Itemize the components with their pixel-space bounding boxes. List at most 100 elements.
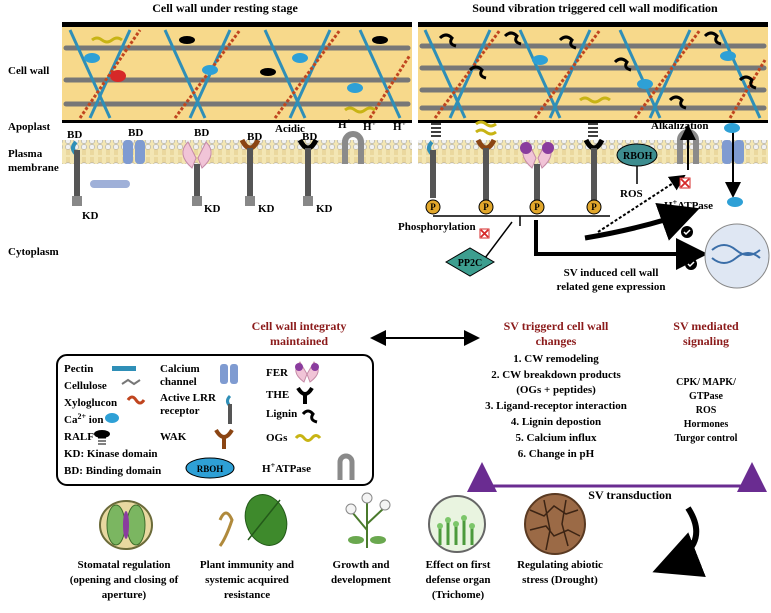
trichome-icon bbox=[428, 495, 486, 553]
stomata-icon bbox=[99, 500, 153, 550]
legend-left-col: Pectin Cellulose Xyloglucon Ca2+ ion RAL… bbox=[64, 363, 161, 477]
svg-text:H+: H+ bbox=[363, 119, 377, 133]
outcome-trichome-1: Effect on first bbox=[426, 559, 491, 571]
svg-text:5. Calcium influx: 5. Calcium influx bbox=[516, 432, 597, 444]
cell-wall-right bbox=[418, 22, 768, 123]
svg-text:P: P bbox=[430, 202, 436, 212]
svg-text:RBOH: RBOH bbox=[197, 464, 224, 474]
svg-text:P: P bbox=[534, 202, 540, 212]
outcome-stomatal-3: aperture) bbox=[102, 589, 147, 601]
sv-induced-line1: SV induced cell wall bbox=[564, 267, 659, 279]
svg-text:Turgor control: Turgor control bbox=[675, 433, 738, 444]
sv-induced-line2: related gene expression bbox=[557, 281, 666, 293]
outcome-immunity-1: Plant immunity and bbox=[200, 559, 294, 571]
left-bd-5: BD bbox=[302, 131, 317, 143]
outcome-trichome-3: (Trichome) bbox=[432, 589, 485, 601]
p-labels: P P P P bbox=[430, 202, 597, 212]
drought-soil-icon bbox=[524, 493, 586, 555]
legend-left-icons bbox=[94, 366, 146, 445]
svg-text:GTPase: GTPase bbox=[689, 391, 723, 402]
left-bd-3: BD bbox=[194, 127, 209, 139]
label-membrane: membrane bbox=[8, 162, 59, 174]
outcome-growth-1: Growth and bbox=[333, 559, 390, 571]
svg-text:FER: FER bbox=[266, 367, 289, 379]
svg-text:Active LRR: Active LRR bbox=[160, 392, 217, 404]
outcome-immunity-2: systemic acquired bbox=[205, 574, 289, 586]
membrane-left bbox=[62, 140, 412, 164]
left-kd-1: KD bbox=[82, 210, 99, 222]
pp2c-label: PP2C bbox=[458, 258, 482, 269]
label-plasma: Plasma bbox=[8, 148, 43, 160]
curved-black-arrow bbox=[652, 506, 706, 577]
svg-text:(OGs + peptides): (OGs + peptides) bbox=[516, 384, 596, 396]
outcome-stomatal-1: Stomatal regulation bbox=[78, 559, 171, 571]
outcome-stomatal-2: (opening and closing of bbox=[70, 574, 179, 586]
h-atpase-label: H+ATPase bbox=[664, 198, 713, 212]
left-bd-4: BD bbox=[247, 131, 262, 143]
svg-text:3. Ligand-receptor interaction: 3. Ligand-receptor interaction bbox=[485, 400, 627, 412]
svg-text:WAK: WAK bbox=[160, 431, 187, 443]
plant-leaf-icon bbox=[218, 494, 288, 547]
svg-text:2. CW breakdown products: 2. CW breakdown products bbox=[491, 369, 621, 381]
outcome-growth-2: development bbox=[331, 574, 391, 586]
integrity-header-2: maintained bbox=[270, 334, 328, 348]
integrity-header-1: Cell wall integraty bbox=[252, 319, 347, 333]
svg-text:Calcium: Calcium bbox=[160, 363, 200, 375]
label-cytoplasm: Cytoplasm bbox=[8, 246, 59, 258]
legend-mid-col: Calcium channel Active LRR receptor WAK bbox=[160, 363, 217, 443]
svg-text:6. Change in pH: 6. Change in pH bbox=[518, 448, 595, 460]
svg-text:P: P bbox=[591, 202, 597, 212]
svg-text:4. Lignin depostion: 4. Lignin depostion bbox=[511, 416, 601, 428]
outcome-drought-1: Regulating abiotic bbox=[517, 559, 603, 571]
changes-header-2: changes bbox=[536, 334, 577, 348]
signaling-list: CPK/ MAPK/ GTPase ROS Hormones Turgor co… bbox=[675, 377, 738, 444]
transduction-arrows bbox=[467, 462, 767, 492]
left-kd-2: KD bbox=[204, 203, 221, 215]
left-kd-3: KD bbox=[258, 203, 275, 215]
svg-text:Lignin: Lignin bbox=[266, 408, 297, 420]
left-receptors bbox=[71, 131, 364, 206]
svg-text:OGs: OGs bbox=[266, 432, 288, 444]
label-apoplast: Apoplast bbox=[8, 121, 51, 133]
legend-right-col: FER THE Lignin OGs H+ATPase bbox=[262, 367, 311, 475]
legend-mid-icons bbox=[214, 364, 238, 449]
signaling-header-2: signaling bbox=[683, 334, 729, 348]
svg-text:Xyloglucon: Xyloglucon bbox=[64, 397, 117, 409]
cell-wall-left bbox=[62, 22, 412, 123]
legend-rboh: RBOH bbox=[185, 457, 235, 479]
left-kd-4: KD bbox=[316, 203, 333, 215]
svg-text:Pectin: Pectin bbox=[64, 363, 93, 375]
svg-text:KD: Kinase domain: KD: Kinase domain bbox=[64, 448, 158, 460]
alkalization-label: Alkalization bbox=[651, 120, 708, 132]
outcome-labels: Stomatal regulation (opening and closing… bbox=[70, 559, 603, 601]
svg-text:H+ATPase: H+ATPase bbox=[262, 461, 311, 475]
svg-text:H+: H+ bbox=[338, 117, 352, 131]
h-plus-labels: H+ H+ H+ bbox=[338, 117, 407, 133]
svg-text:Ca2+ ion: Ca2+ ion bbox=[64, 412, 103, 426]
signaling-header-1: SV mediated bbox=[673, 319, 739, 333]
svg-text:P: P bbox=[483, 202, 489, 212]
right-panel-title: Sound vibration triggered cell wall modi… bbox=[472, 1, 718, 15]
svg-text:receptor: receptor bbox=[160, 405, 200, 417]
legend-right-icons bbox=[294, 361, 355, 480]
acidic-label: Acidic bbox=[275, 123, 305, 135]
left-panel-title: Cell wall under resting stage bbox=[152, 1, 298, 15]
left-bd-1: BD bbox=[67, 129, 82, 141]
transduction-label: SV transduction bbox=[588, 488, 672, 502]
svg-text:RALF: RALF bbox=[64, 431, 94, 443]
outcome-trichome-2: defense organ bbox=[425, 574, 490, 586]
rboh-label: RBOH bbox=[623, 151, 653, 162]
right-receptors bbox=[425, 120, 770, 289]
svg-text:channel: channel bbox=[160, 376, 197, 388]
outcome-drought-2: stress (Drought) bbox=[522, 574, 598, 586]
svg-text:THE: THE bbox=[266, 389, 289, 401]
svg-text:BD: Binding domain: BD: Binding domain bbox=[64, 465, 161, 477]
outcome-immunity-3: resistance bbox=[224, 589, 270, 601]
ros-label: ROS bbox=[620, 188, 643, 200]
flowering-plant-icon bbox=[345, 492, 391, 548]
svg-text:Cellulose: Cellulose bbox=[64, 380, 107, 392]
phosphorylation-label: Phosphorylation bbox=[398, 221, 476, 233]
left-bd-2: BD bbox=[128, 127, 143, 139]
svg-text:ROS: ROS bbox=[696, 405, 717, 416]
changes-header-1: SV triggerd cell wall bbox=[504, 319, 609, 333]
